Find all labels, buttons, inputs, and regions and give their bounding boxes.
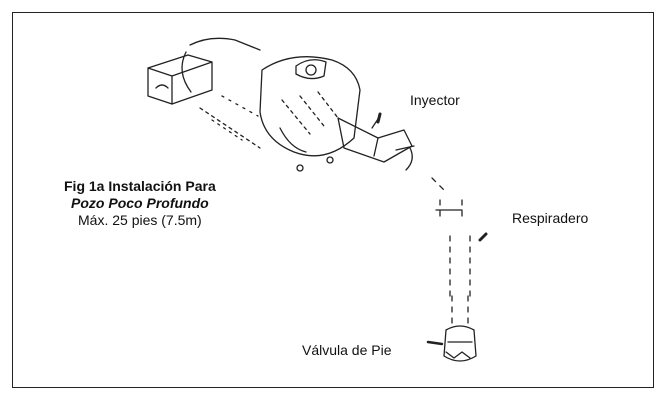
figure-frame — [12, 12, 654, 388]
vent-label: Respiradero — [512, 210, 589, 226]
foot-valve — [426, 325, 477, 362]
caption-title: Fig 1a Instalación Para — [64, 178, 216, 194]
vent-marker — [435, 209, 488, 242]
motor-housing — [147, 37, 261, 149]
pump-head — [259, 56, 361, 172]
caption-depth: Máx. 25 pies (7.5m) — [78, 212, 202, 228]
foot-valve-label: Válvula de Pie — [302, 342, 392, 358]
caption-subtitle: Pozo Poco Profundo — [71, 195, 209, 211]
drop-pipe — [431, 177, 471, 327]
injector-assembly — [337, 112, 415, 171]
injector-label: Inyector — [410, 92, 460, 108]
figure-caption: Fig 1a Instalación Para Pozo Poco Profun… — [64, 178, 216, 229]
